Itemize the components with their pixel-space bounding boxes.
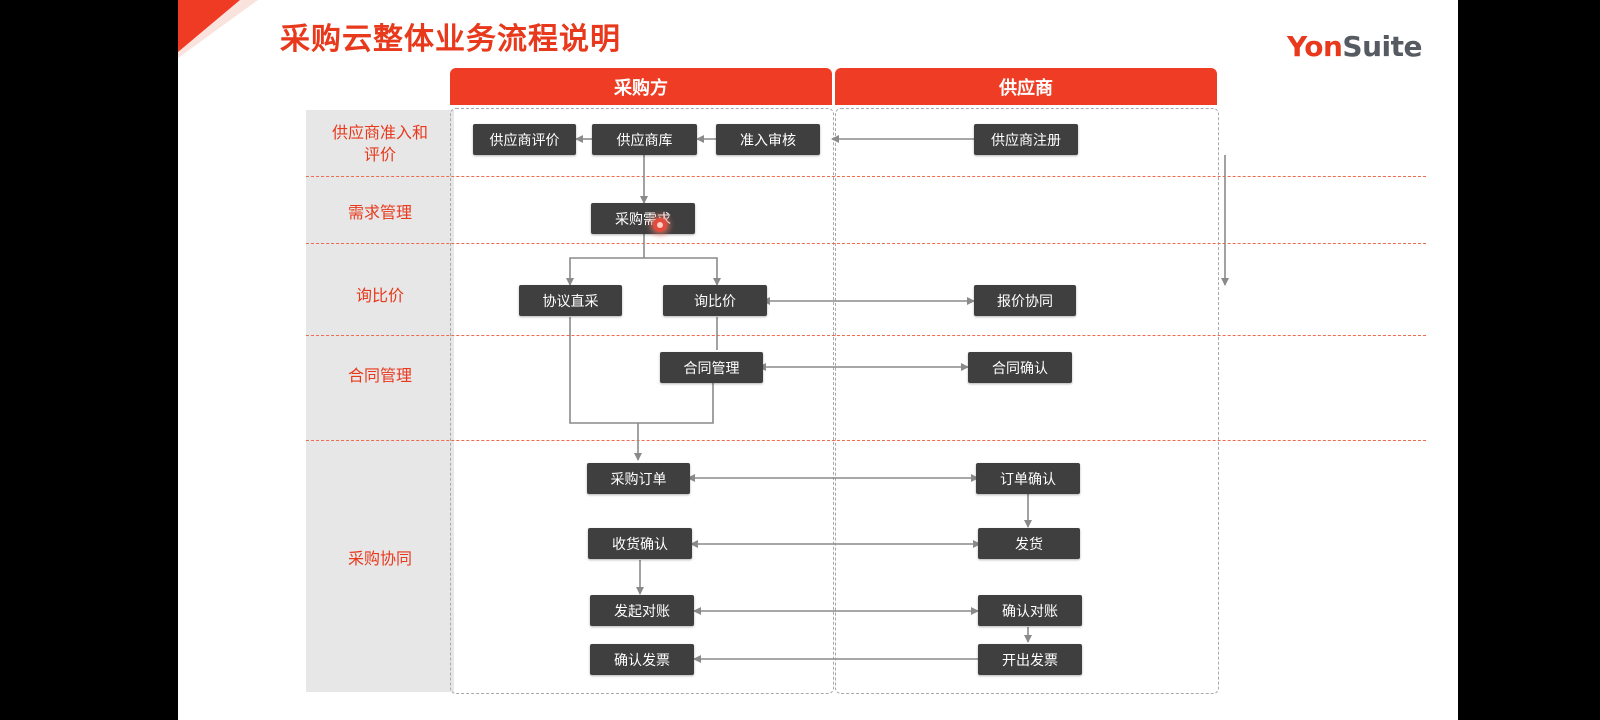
buyer-lane-panel	[450, 108, 834, 694]
node-contract-confirm: 合同确认	[968, 352, 1072, 383]
supplier-lane-panel	[835, 108, 1219, 694]
stage-column	[306, 110, 454, 692]
stage-demand: 需求管理	[347, 203, 412, 222]
node-agreement-purchase: 协议直采	[519, 285, 622, 316]
pointer-cursor	[653, 218, 667, 232]
node-purchase-order: 采购订单	[587, 463, 690, 494]
stage-divider	[306, 243, 1426, 244]
stage-divider	[306, 335, 1426, 336]
stage-inquiry: 询比价	[355, 286, 404, 305]
lane-header-buyer: 采购方	[450, 68, 832, 105]
stage-supplier-admission: 供应商准入和评价	[331, 123, 428, 164]
stage-divider	[306, 176, 1426, 177]
stage-divider	[306, 440, 1426, 441]
node-receipt-confirm: 收货确认	[588, 528, 692, 559]
node-confirm-invoice: 确认发票	[590, 644, 694, 675]
page-title: 采购云整体业务流程说明	[280, 22, 621, 57]
node-supplier-evaluation: 供应商评价	[473, 124, 576, 155]
node-supplier-register: 供应商注册	[974, 124, 1078, 155]
stage-contract: 合同管理	[347, 366, 412, 385]
node-purchase-demand: 采购需求	[591, 203, 695, 234]
node-confirm-reconcile: 确认对账	[978, 595, 1082, 626]
slide: 采购云整体业务流程说明 YonSuite 采购方 供应商 供应商准入和评价 需求…	[178, 0, 1458, 720]
node-contract-mgmt: 合同管理	[660, 352, 763, 383]
node-ship: 发货	[978, 528, 1080, 559]
node-start-reconcile: 发起对账	[590, 595, 694, 626]
node-issue-invoice: 开出发票	[978, 644, 1082, 675]
node-inquiry-compare: 询比价	[663, 285, 767, 316]
node-quote-collab: 报价协同	[974, 285, 1076, 316]
node-order-confirm: 订单确认	[976, 463, 1080, 494]
node-supplier-library: 供应商库	[592, 124, 697, 155]
stage-collaboration: 采购协同	[347, 549, 412, 568]
node-admission-review: 准入审核	[716, 124, 820, 155]
lane-header-supplier: 供应商	[835, 68, 1217, 105]
yonsuite-logo: YonSuite	[1287, 30, 1422, 63]
